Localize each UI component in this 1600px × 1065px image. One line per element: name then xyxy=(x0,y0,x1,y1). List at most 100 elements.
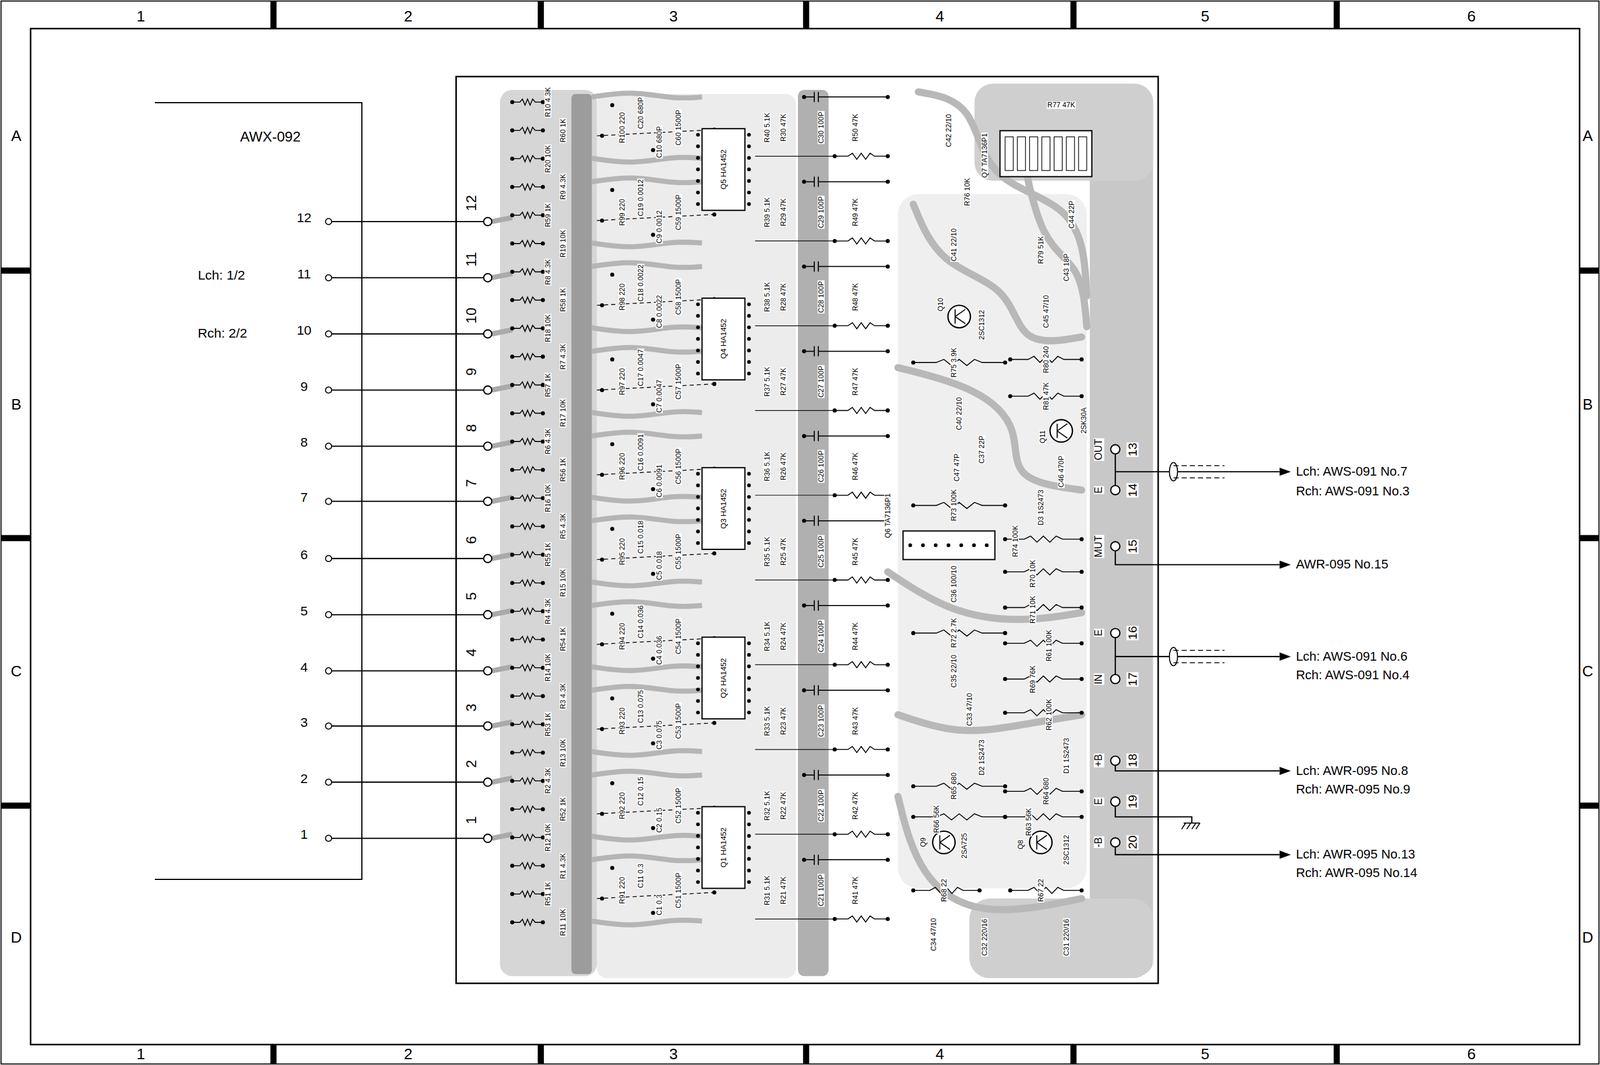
part-label: C51 1500P xyxy=(675,871,682,909)
resistor-symbol xyxy=(1005,568,1082,575)
solder-pad xyxy=(541,298,546,303)
solder-pad xyxy=(695,541,700,545)
solder-pad xyxy=(695,517,700,522)
part-label: R36 5.1K xyxy=(763,451,771,482)
resistor-symbol xyxy=(512,325,543,332)
copper-trace xyxy=(897,796,1082,910)
grid-reference: D xyxy=(11,929,23,945)
board-terminal xyxy=(1110,541,1120,551)
output-wire xyxy=(1115,470,1280,473)
solder-pad xyxy=(510,439,515,444)
part-label: R3 4.3K xyxy=(559,682,567,710)
part-label: D2 1S2473 xyxy=(978,738,986,776)
board-terminal xyxy=(1110,628,1120,638)
resistor-symbol xyxy=(512,693,543,700)
solder-pad xyxy=(885,349,890,354)
part-label: R33 5.1K xyxy=(763,705,771,736)
part-label: R39 5.1K xyxy=(763,197,771,228)
copper-trace xyxy=(887,571,1082,620)
solder-pad xyxy=(695,687,700,691)
solder-pad xyxy=(541,807,546,812)
wire-terminal xyxy=(325,835,332,842)
capacitor-symbol xyxy=(804,600,888,611)
grid-reference: 4 xyxy=(935,8,945,24)
solder-pad xyxy=(541,241,546,246)
copper-trace xyxy=(592,347,703,353)
board-terminal xyxy=(1110,674,1120,684)
resistor-symbol xyxy=(1005,675,1082,682)
part-label: R92 220 xyxy=(618,791,626,821)
solder-pad xyxy=(746,664,751,669)
resistor-symbol xyxy=(834,661,888,669)
grid-tick xyxy=(1,534,31,542)
solder-pad xyxy=(541,750,546,755)
wire-terminal xyxy=(325,330,332,337)
part-label: R45 47K xyxy=(851,537,859,567)
board-pin xyxy=(483,777,492,786)
grid-tick xyxy=(1,802,31,809)
solder-pad xyxy=(1079,569,1084,574)
grid-reference: C xyxy=(1582,662,1594,678)
ic-pin xyxy=(1017,136,1026,171)
part-label: C3 0.075 xyxy=(655,719,663,750)
solder-pad xyxy=(746,857,751,861)
solder-pad xyxy=(510,326,515,331)
grid-tick xyxy=(537,1044,544,1064)
input-wire xyxy=(331,557,484,560)
part-label: R65 680 xyxy=(950,771,958,801)
part-label: 2SK30A xyxy=(1080,407,1088,435)
terminal-number: 14 xyxy=(1126,482,1139,497)
solder-pad xyxy=(510,184,515,190)
part-label: C44 22P xyxy=(1067,200,1075,230)
resistor-symbol xyxy=(834,746,888,753)
resistor-symbol xyxy=(512,806,543,813)
terminal-name: E xyxy=(1093,629,1105,638)
pin-label: 10 xyxy=(296,323,312,337)
solder-pad xyxy=(911,814,916,819)
ic-package xyxy=(702,298,746,380)
arrowhead xyxy=(1279,467,1291,476)
transistor-symbol xyxy=(948,305,971,328)
copper-trace xyxy=(592,919,703,925)
part-label: C4 0.036 xyxy=(655,635,663,666)
part-label: C35 22/10 xyxy=(950,653,958,688)
solder-pad xyxy=(746,529,751,533)
part-label: C27 100P xyxy=(817,365,825,399)
ic-pin xyxy=(1054,136,1063,171)
part-label: R75 3.9K xyxy=(950,346,958,378)
trace-line xyxy=(755,664,835,665)
part-label: R8 4.3K xyxy=(544,258,552,285)
solder-pad xyxy=(1079,814,1084,819)
part-label: R61 100K xyxy=(1045,628,1053,662)
solder-pad xyxy=(695,336,700,341)
pin-label: 12 xyxy=(296,211,312,225)
arrowhead xyxy=(1279,766,1291,775)
resistor-symbol xyxy=(834,577,888,584)
grid-tick xyxy=(270,1,277,29)
transistor-leads xyxy=(1036,835,1048,850)
capacitor-symbol xyxy=(804,261,888,272)
solder-pad xyxy=(510,722,515,727)
copper-trace xyxy=(491,554,513,559)
part-label: C23 100P xyxy=(817,704,825,738)
solder-pad xyxy=(746,360,751,364)
resistor-symbol xyxy=(512,438,543,445)
part-label: R52 1K xyxy=(559,796,567,822)
cable-shield-line xyxy=(1173,465,1225,478)
resistor-symbol xyxy=(512,607,543,615)
board-pin xyxy=(483,329,492,339)
solder-pad xyxy=(695,810,700,815)
solder-pad xyxy=(746,144,751,148)
part-label: R91 220 xyxy=(618,876,626,905)
part-label: R5 4.3K xyxy=(559,512,567,540)
trace-line xyxy=(755,833,835,835)
cable-shield-line xyxy=(1173,650,1225,663)
ic-pin xyxy=(1078,136,1087,171)
part-label: R51 1K xyxy=(544,881,552,907)
ic-label: Q4 HA1452 xyxy=(719,318,728,360)
solder-pad xyxy=(802,264,807,269)
solder-pad xyxy=(946,543,950,547)
part-label: C57 1500P xyxy=(675,363,682,401)
resistor-symbol xyxy=(512,381,543,388)
solder-pad xyxy=(802,857,807,862)
